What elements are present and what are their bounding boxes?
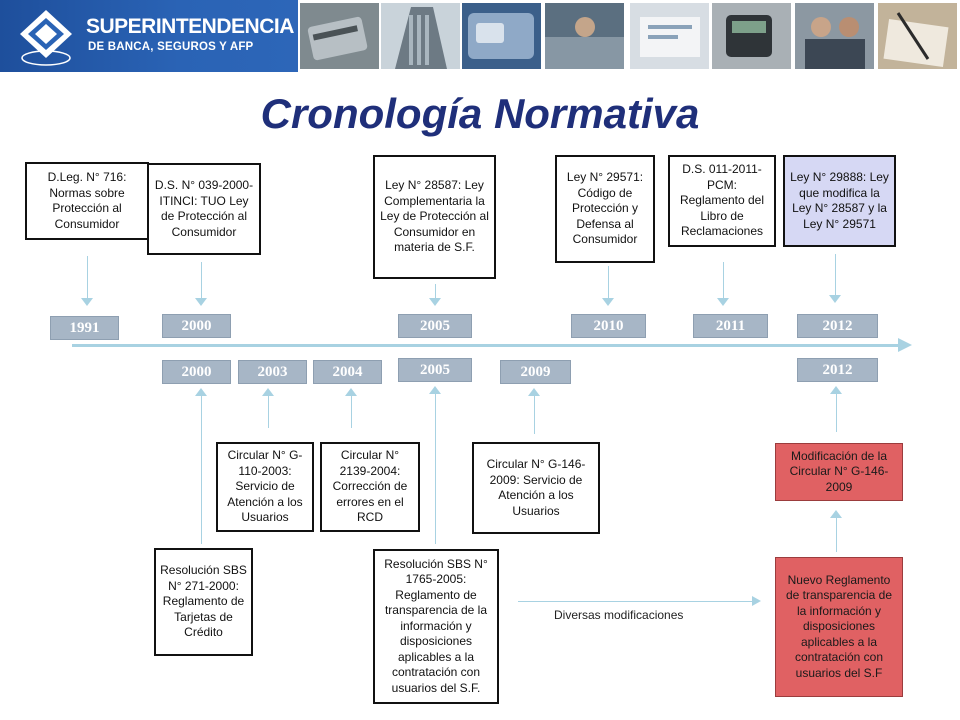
event-box-2000: D.S. N° 039-2000-ITINCI: TUO Ley de Prot… (147, 163, 261, 255)
connector-line (351, 396, 352, 428)
event-box-2005: Ley N° 28587: Ley Complementaria la Ley … (373, 155, 496, 279)
arrow-right-icon (752, 596, 761, 606)
header-photo-4 (545, 3, 624, 69)
year-tag-top: 2012 (797, 314, 878, 338)
year-tag-top: 2010 (571, 314, 646, 338)
connector-line (835, 254, 836, 296)
arrow-up-icon (830, 510, 842, 518)
year-tag-top: 1991 (50, 316, 119, 340)
header-photo-2 (381, 3, 460, 69)
year-tag-top: 2011 (693, 314, 768, 338)
header-photo-5 (630, 3, 709, 69)
event-box-2012-reglamento: Nuevo Reglamento de transparencia de la … (775, 557, 903, 697)
year-tag-bottom: 2009 (500, 360, 571, 384)
arrow-up-icon (345, 388, 357, 396)
arrow-label: Diversas modificaciones (554, 608, 684, 622)
event-box-2000-resolucion: Resolución SBS N° 271-2000: Reglamento d… (154, 548, 253, 656)
year-tag-bottom: 2005 (398, 358, 472, 382)
event-box-1991: D.Leg. N° 716: Normas sobre Protección a… (25, 162, 149, 240)
event-box-2012: Ley N° 29888: Ley que modifica la Ley N°… (783, 155, 896, 247)
connector-line (608, 266, 609, 298)
header-photo-6 (712, 3, 791, 69)
header-photo-8 (878, 3, 957, 69)
page-title: Cronología Normativa (260, 90, 700, 137)
arrow-down-icon (429, 298, 441, 306)
arrow-down-icon (829, 295, 841, 303)
year-tag-bottom: 2000 (162, 360, 231, 384)
connector-line (87, 256, 88, 300)
connector-line (723, 262, 724, 298)
event-box-2010: Ley N° 29571: Código de Protección y Def… (555, 155, 655, 263)
arrow-down-icon (602, 298, 614, 306)
arrow-up-icon (262, 388, 274, 396)
year-tag-bottom: 2012 (797, 358, 878, 382)
arrow-down-icon (195, 298, 207, 306)
header-banner: SUPERINTENDENCIA DE BANCA, SEGUROS Y AFP (0, 0, 960, 72)
sbs-emblem-icon (20, 10, 72, 66)
logo-title: SUPERINTENDENCIA (86, 15, 294, 38)
event-box-2011: D.S. 011-2011-PCM: Reglamento del Libro … (668, 155, 776, 247)
connector-line (201, 396, 202, 544)
arrow-down-icon (717, 298, 729, 306)
logo-subtitle: DE BANCA, SEGUROS Y AFP (88, 41, 254, 53)
connector-line (534, 396, 535, 434)
timeline-axis (72, 344, 902, 347)
timeline-arrow-icon (898, 338, 912, 352)
connector-line (268, 396, 269, 428)
sbs-logo: SUPERINTENDENCIA DE BANCA, SEGUROS Y AFP (0, 0, 298, 72)
year-tag-top: 2000 (162, 314, 231, 338)
connector-line (435, 284, 436, 298)
connector-line (836, 394, 837, 432)
year-tag-bottom: 2003 (238, 360, 307, 384)
event-box-2012-circular: Modificación de la Circular N° G-146-200… (775, 443, 903, 501)
year-tag-bottom: 2004 (313, 360, 382, 384)
event-box-2005-resolucion: Resolución SBS N° 1765-2005: Reglamento … (373, 549, 499, 704)
event-box-2009: Circular N° G-146-2009: Servicio de Aten… (472, 442, 600, 534)
connector-line (836, 518, 837, 552)
header-photo-1 (300, 3, 379, 69)
header-photo-3 (462, 3, 541, 69)
connector-line (435, 394, 436, 544)
arrow-up-icon (429, 386, 441, 394)
arrow-up-icon (195, 388, 207, 396)
header-photo-7 (795, 3, 874, 69)
arrow-up-icon (830, 386, 842, 394)
event-box-2004: Circular N° 2139-2004: Corrección de err… (320, 442, 420, 532)
arrow-up-icon (528, 388, 540, 396)
connector-line (201, 262, 202, 298)
event-box-2003: Circular N° G-110-2003: Servicio de Aten… (216, 442, 314, 532)
arrow-down-icon (81, 298, 93, 306)
year-tag-top: 2005 (398, 314, 472, 338)
connector-line (518, 601, 754, 602)
